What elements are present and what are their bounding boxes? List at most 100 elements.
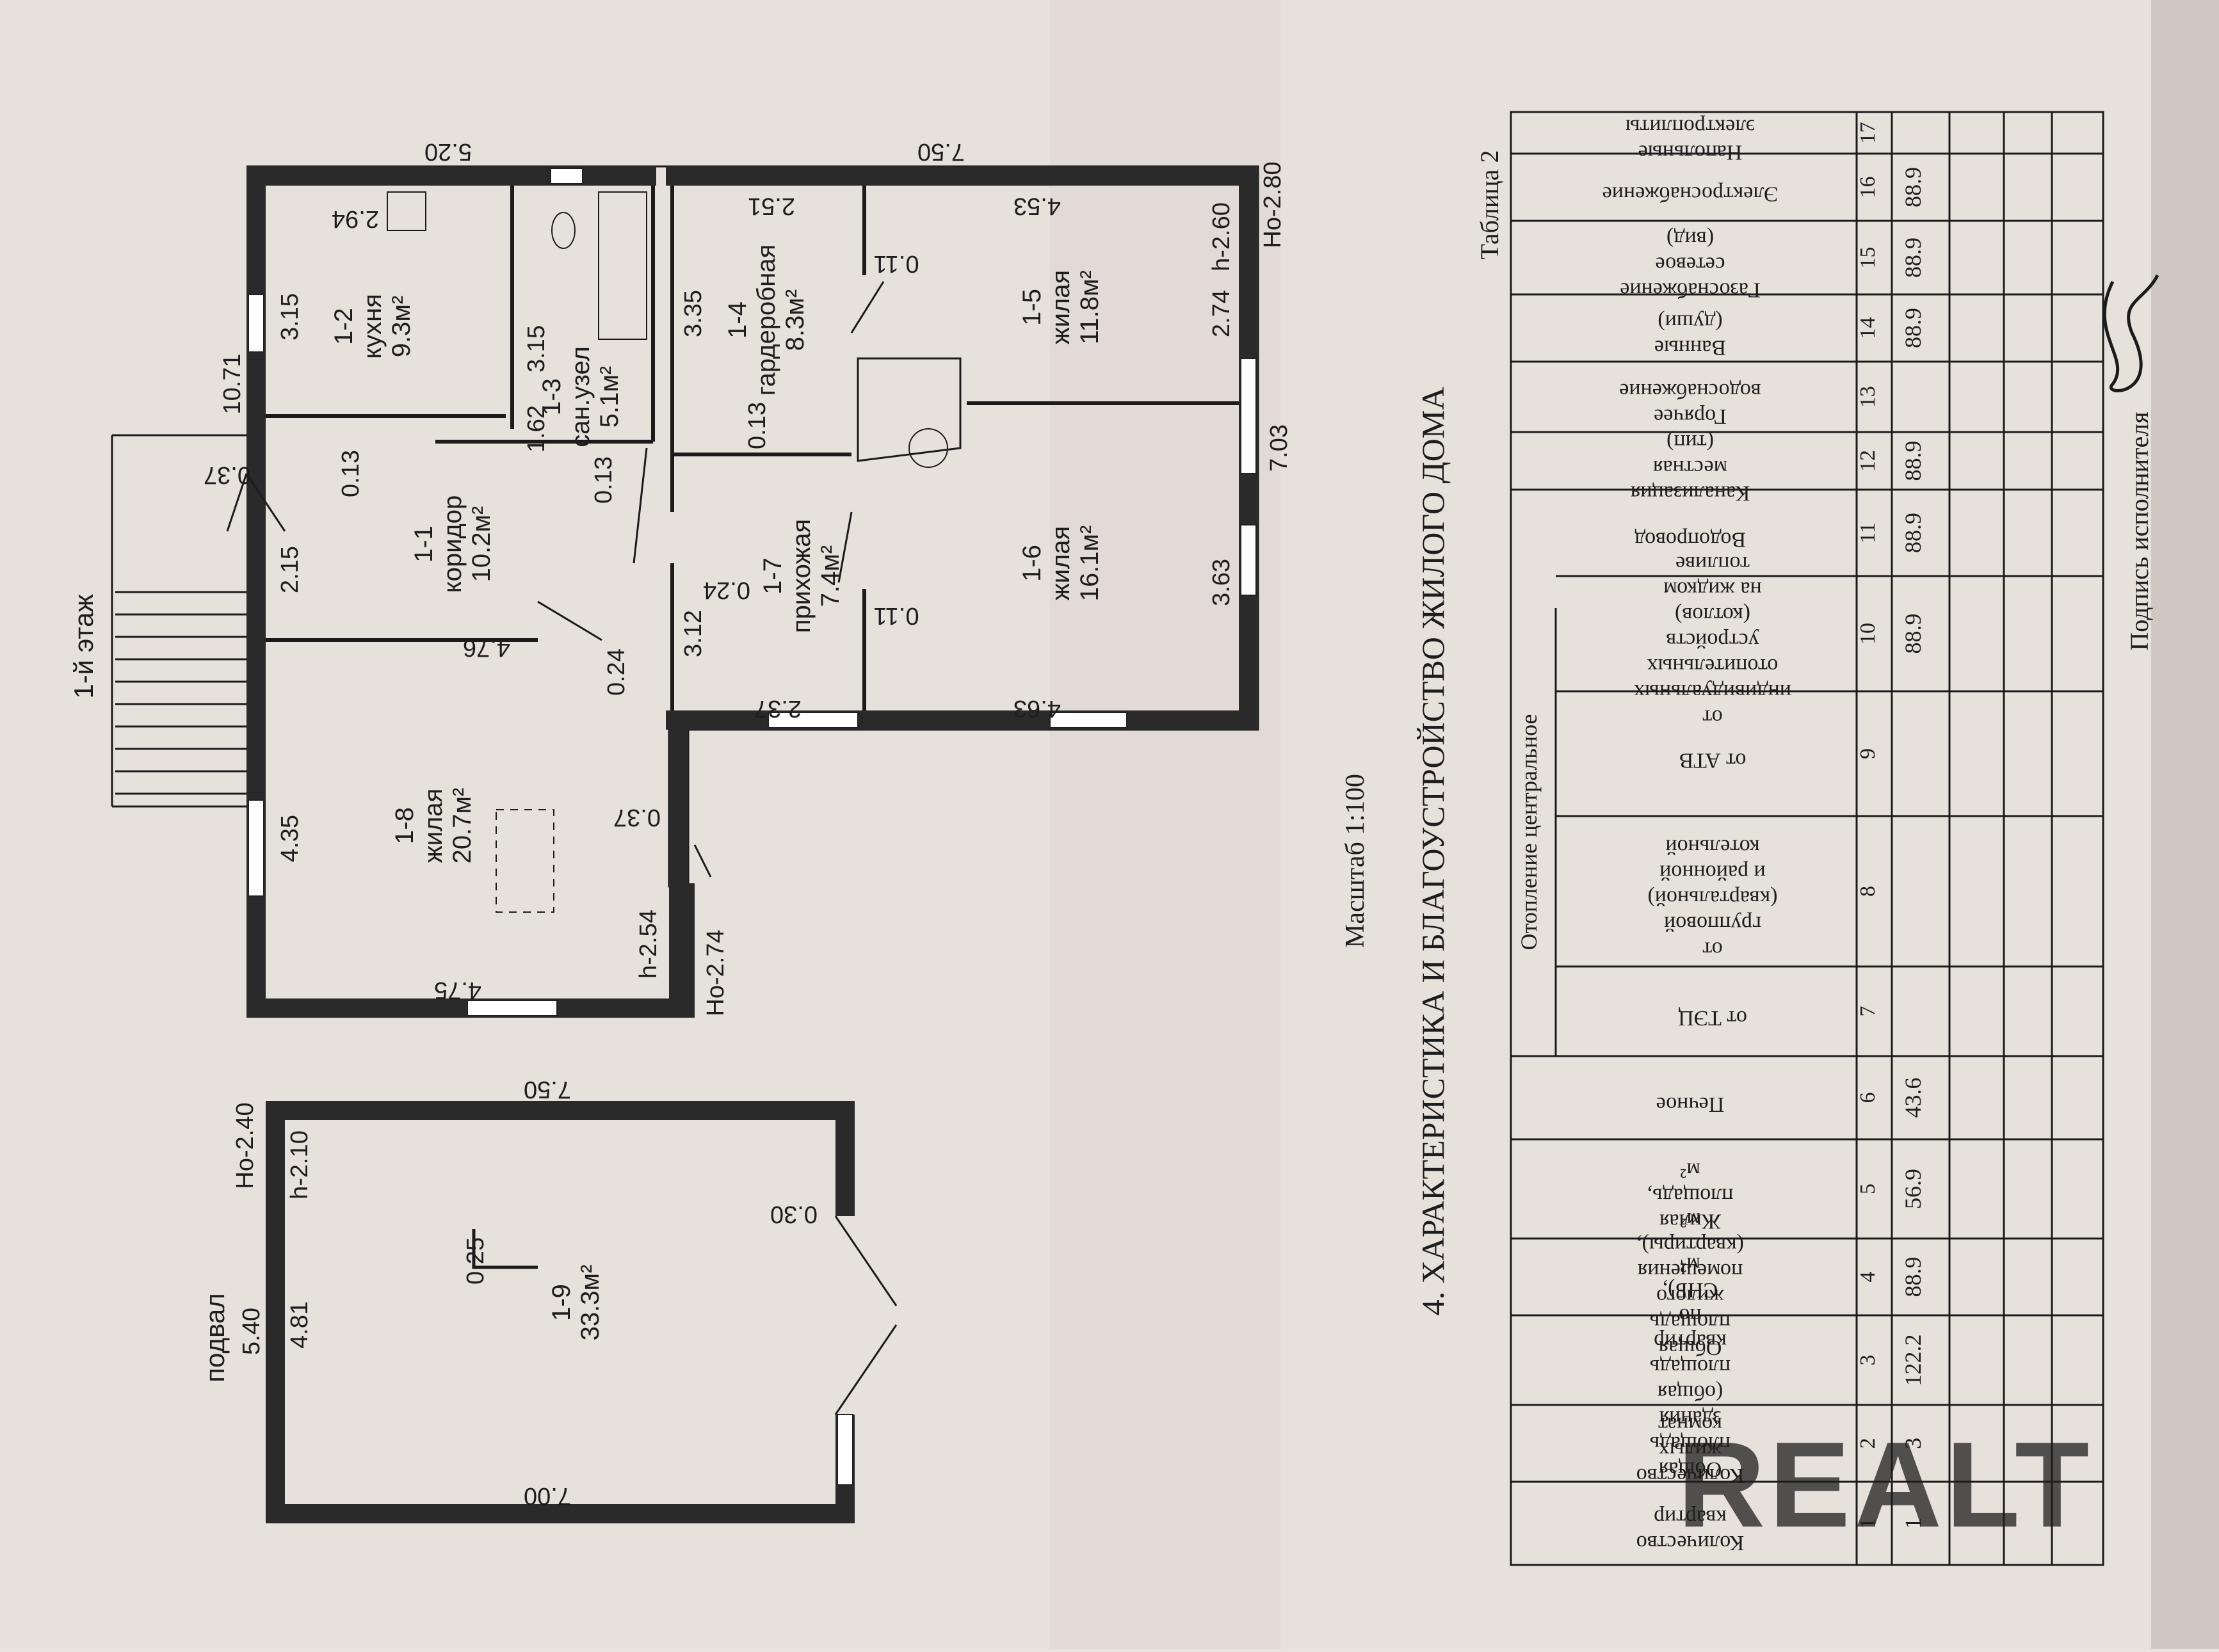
svg-text:2.51: 2.51 xyxy=(748,193,795,220)
basement-label: подвал xyxy=(200,1293,230,1382)
svg-text:20.7м²: 20.7м² xyxy=(448,788,476,864)
table-value-cell: 88.9 xyxy=(1900,1257,1926,1297)
svg-text:10.71: 10.71 xyxy=(219,353,246,414)
table-column-number: 13 xyxy=(1856,386,1880,408)
scale-label: Масштаб 1:100 xyxy=(1341,774,1370,948)
table-column-number: 2 xyxy=(1856,1438,1880,1449)
svg-text:7.50: 7.50 xyxy=(917,138,965,165)
svg-text:7.4м²: 7.4м² xyxy=(816,545,844,607)
svg-text:Ho-2.74: Ho-2.74 xyxy=(702,929,729,1016)
svg-text:0.24: 0.24 xyxy=(603,648,630,696)
svg-text:3.35: 3.35 xyxy=(680,290,707,337)
toilet xyxy=(551,212,576,249)
table-column-number: 5 xyxy=(1856,1183,1880,1194)
table-column-number: 4 xyxy=(1856,1272,1880,1283)
svg-text:2.37: 2.37 xyxy=(754,695,802,722)
basement-plan xyxy=(266,1101,898,1523)
svg-text:1-7: 1-7 xyxy=(759,557,787,595)
svg-text:4.63: 4.63 xyxy=(1013,695,1061,722)
svg-text:7.00: 7.00 xyxy=(524,1482,571,1509)
table-header-cell: Горячееводоснабжение xyxy=(1619,379,1761,428)
svg-text:0.24: 0.24 xyxy=(703,577,750,604)
table-header-cell: Напольныеэлектроплиты xyxy=(1626,115,1755,164)
svg-text:кухня: кухня xyxy=(359,294,387,359)
signature xyxy=(2102,274,2159,392)
svg-text:4.75: 4.75 xyxy=(434,977,481,1004)
table-value-cell: 88.9 xyxy=(1900,513,1926,553)
table-grid xyxy=(1510,111,2104,1566)
heating-group-label: Отопление центральное xyxy=(1516,714,1542,950)
table-value-cell: 43.6 xyxy=(1900,1078,1926,1118)
svg-text:5.20: 5.20 xyxy=(424,138,472,165)
svg-text:4.76: 4.76 xyxy=(463,634,510,661)
svg-text:сан.узел: сан.узел xyxy=(567,346,595,447)
svg-text:4.53: 4.53 xyxy=(1013,193,1061,220)
svg-text:16.1м²: 16.1м² xyxy=(1076,525,1104,602)
svg-text:0.37: 0.37 xyxy=(204,461,251,488)
svg-text:1-2: 1-2 xyxy=(330,308,358,345)
svg-text:2.94: 2.94 xyxy=(332,205,379,232)
svg-text:7.03: 7.03 xyxy=(1266,424,1293,472)
wall-porch xyxy=(669,883,695,1018)
svg-text:0.30: 0.30 xyxy=(770,1201,818,1228)
table-value-cell: 88.9 xyxy=(1900,167,1926,207)
svg-text:1-4: 1-4 xyxy=(723,301,752,339)
svg-text:жилая: жилая xyxy=(1047,526,1075,600)
svg-text:0.13: 0.13 xyxy=(590,456,617,504)
table-header-cell: Общаяплощадьздания(общаяплощадьквартирпо… xyxy=(1650,1253,1731,1481)
table-value-cell: 88.9 xyxy=(1900,308,1926,348)
table-column-number: 1 xyxy=(1856,1518,1880,1529)
svg-text:5.1м²: 5.1м² xyxy=(595,366,624,428)
svg-text:3.15: 3.15 xyxy=(277,293,303,341)
svg-text:4.35: 4.35 xyxy=(277,815,303,862)
svg-text:0.25: 0.25 xyxy=(462,1237,489,1285)
svg-text:Ho-2.80: Ho-2.80 xyxy=(1259,161,1286,248)
floor1-label: 1-й этаж xyxy=(69,594,99,698)
svg-text:2.74: 2.74 xyxy=(1208,290,1235,337)
svg-text:1-9: 1-9 xyxy=(547,1284,576,1321)
table-column-number: 16 xyxy=(1856,177,1880,198)
table-value-cell: 88.9 xyxy=(1900,441,1926,481)
svg-text:2.15: 2.15 xyxy=(277,546,303,593)
wall-right-rooms xyxy=(666,710,1258,730)
svg-text:1.62: 1.62 xyxy=(523,405,550,453)
characteristics-table: 4. ХАРАКТЕРИСТИКА И БЛАГОУСТРОЙСТВО ЖИЛО… xyxy=(1415,111,2159,1566)
table-header-cell: Ванные(души) xyxy=(1654,310,1726,360)
table-header-cell: Электроснабжение xyxy=(1602,182,1779,206)
table-column-number: 11 xyxy=(1856,522,1880,543)
svg-text:1-5: 1-5 xyxy=(1018,289,1046,326)
svg-text:8.3м²: 8.3м² xyxy=(781,289,809,351)
table-value-cell: 122.2 xyxy=(1900,1335,1926,1386)
svg-text:h-2.60: h-2.60 xyxy=(1208,202,1235,271)
section-title: 4. ХАРАКТЕРИСТИКА И БЛАГОУСТРОЙСТВО ЖИЛО… xyxy=(1415,387,1451,1316)
svg-text:жилая: жилая xyxy=(1047,270,1075,344)
table-header-cell: отгрупповой(квартальной)и районнойкотель… xyxy=(1648,835,1778,961)
wall-left-kitchen xyxy=(246,166,656,186)
table-column-number: 12 xyxy=(1856,450,1880,472)
table-header-cell: Количествоквартир xyxy=(1636,1505,1745,1555)
table-header-cell: Количествожилыхкомнат xyxy=(1636,1413,1745,1488)
svg-text:Ho-2.40: Ho-2.40 xyxy=(232,1102,259,1189)
table-value-cell: 1 xyxy=(1900,1518,1926,1529)
svg-text:4.81: 4.81 xyxy=(286,1301,313,1349)
table-header-cell: от АТВ xyxy=(1679,749,1747,773)
svg-text:1-1: 1-1 xyxy=(410,525,438,563)
table-header-cell: Канализацияместная(тип) xyxy=(1630,430,1750,505)
signature-label: Подпись исполнителя xyxy=(2125,412,2154,650)
table-value-cell: 3 xyxy=(1900,1438,1926,1449)
svg-text:жилая: жилая xyxy=(419,789,448,863)
svg-text:гардеробная: гардеробная xyxy=(752,245,780,396)
svg-text:5.40: 5.40 xyxy=(238,1308,265,1355)
stove xyxy=(857,357,962,462)
paper-edge xyxy=(2151,0,2219,1649)
table-column-number: 10 xyxy=(1856,623,1880,645)
table-column-number: 17 xyxy=(1856,122,1880,144)
table-value-cell: 56.9 xyxy=(1900,1169,1926,1209)
